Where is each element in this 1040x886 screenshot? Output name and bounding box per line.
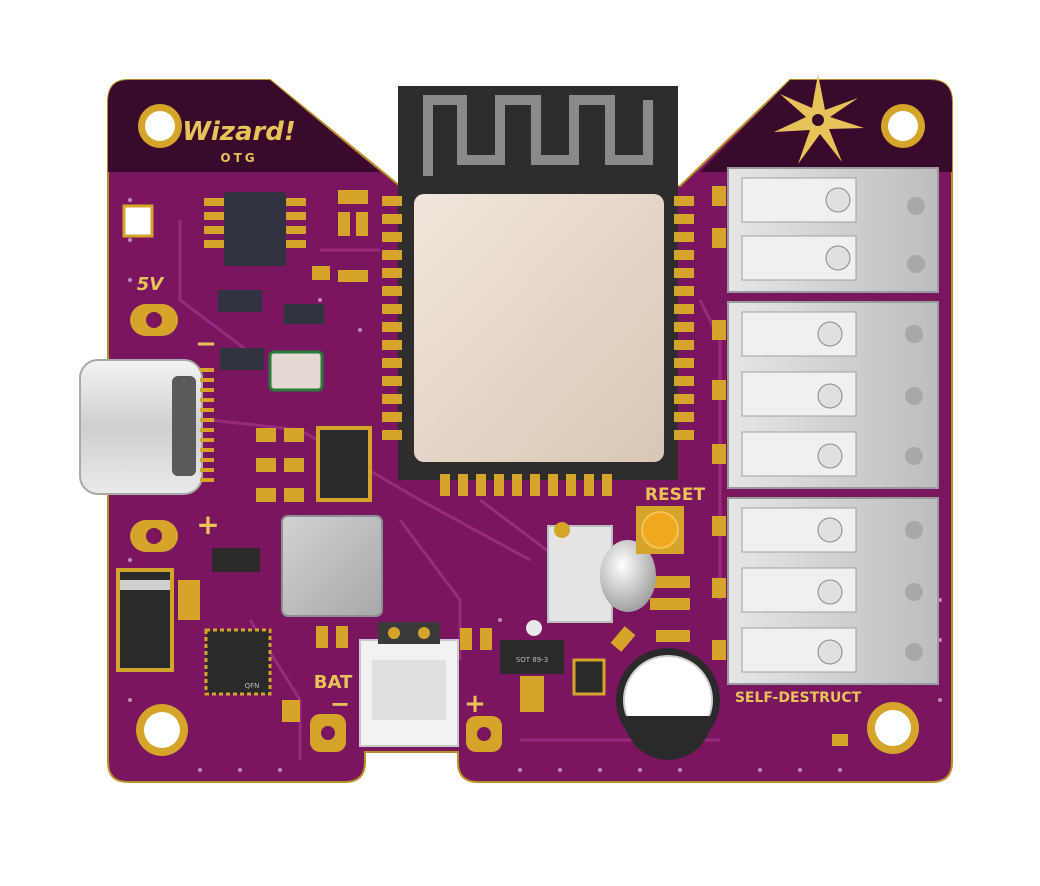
reset-button[interactable] bbox=[636, 506, 684, 554]
antenna-trace bbox=[423, 95, 653, 176]
silk-bat-label: BAT bbox=[314, 672, 353, 693]
qfn-chip-label: QFN bbox=[245, 682, 260, 690]
silk-5v-label: 5V bbox=[137, 274, 166, 295]
silk-minus-usb: − bbox=[195, 329, 217, 359]
mounting-hole-top-left bbox=[138, 104, 182, 148]
logo-text: Wizard! bbox=[182, 117, 296, 147]
battery-jst-connector bbox=[359, 622, 459, 747]
battery-pad-plus bbox=[466, 716, 502, 752]
terminal-block-middle bbox=[727, 301, 939, 489]
power-pad-5v bbox=[130, 304, 178, 336]
silk-self-destruct-label: SELF-DESTRUCT bbox=[735, 690, 862, 706]
voltage-regulator bbox=[500, 620, 564, 712]
soic-chip bbox=[204, 192, 306, 266]
mounting-hole-top-right bbox=[881, 104, 925, 148]
silk-minus-bat: − bbox=[330, 690, 350, 718]
pcb-dark-band-left bbox=[108, 80, 380, 172]
silk-plus-bat: + bbox=[464, 689, 486, 719]
module-pads bbox=[382, 196, 694, 496]
logo-subtext: OTG bbox=[220, 151, 257, 165]
ir-receiver bbox=[547, 522, 656, 623]
qfn-chip bbox=[204, 628, 272, 696]
module-shield bbox=[414, 194, 664, 462]
power-pad-usb-plus bbox=[130, 520, 178, 552]
silk-reset-label: RESET bbox=[645, 485, 706, 505]
power-inductor bbox=[281, 515, 383, 617]
esp32-module bbox=[398, 86, 678, 480]
mounting-hole-bottom-right bbox=[867, 702, 919, 754]
smd-components bbox=[122, 190, 848, 746]
mounting-hole-bottom-left bbox=[136, 704, 188, 756]
regulator-label: SOT 89-3 bbox=[516, 656, 548, 664]
terminal-pads bbox=[712, 186, 726, 660]
udfn-chip bbox=[572, 658, 606, 696]
terminal-block-bottom bbox=[727, 497, 939, 685]
electrolytic-capacitor bbox=[616, 648, 720, 760]
usb-c-port bbox=[79, 359, 214, 495]
terminal-block-top bbox=[727, 167, 939, 293]
battery-pad-minus bbox=[310, 714, 346, 752]
schottky-diode bbox=[116, 568, 174, 672]
compass-star-icon bbox=[774, 74, 864, 164]
silk-plus-usb: + bbox=[196, 508, 219, 541]
